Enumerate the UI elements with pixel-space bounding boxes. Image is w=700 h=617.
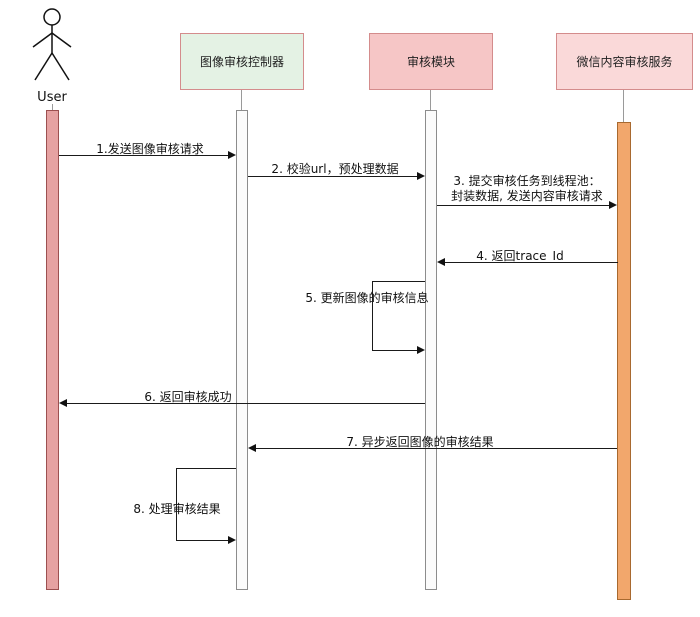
message-8-line-side bbox=[176, 468, 177, 540]
message-5-arrowhead bbox=[417, 346, 425, 354]
message-6-arrowhead bbox=[59, 399, 67, 407]
message-5-label: 5. 更新图像的审核信息 bbox=[305, 291, 429, 305]
message-1-line bbox=[59, 155, 229, 156]
message-8-line-top bbox=[176, 468, 236, 469]
lifeline-user bbox=[52, 104, 53, 110]
message-1-arrowhead bbox=[228, 151, 236, 159]
message-5-line-top bbox=[372, 281, 425, 282]
participant-label: 审核模块 bbox=[406, 55, 455, 69]
actor-stick-figure-icon bbox=[32, 8, 72, 81]
message-5-line-side bbox=[372, 281, 373, 350]
activation-bar-user bbox=[46, 110, 59, 590]
message-3-line bbox=[437, 205, 610, 206]
lifeline-wechat-service bbox=[623, 90, 624, 122]
message-8-label: 8. 处理审核结果 bbox=[133, 502, 221, 516]
message-4-line bbox=[445, 262, 618, 263]
activation-bar-controller bbox=[236, 110, 248, 590]
participant-label: 微信内容审核服务 bbox=[576, 55, 673, 69]
activation-bar-wechat-service bbox=[617, 122, 631, 600]
lifeline-audit-module bbox=[430, 90, 431, 110]
lifeline-controller bbox=[241, 90, 242, 110]
message-4-label: 4. 返回trace_Id bbox=[476, 249, 564, 263]
message-3-label-line2: 封装数据, 发送内容审核请求 bbox=[451, 189, 603, 203]
message-8-line-bottom bbox=[176, 540, 228, 541]
message-3-label-line1: 3. 提交审核任务到线程池： bbox=[453, 174, 601, 188]
message-3-arrowhead bbox=[609, 201, 617, 209]
participant-wechat-content-audit-service: 微信内容审核服务 bbox=[556, 33, 693, 90]
message-1-label: 1.发送图像审核请求 bbox=[96, 142, 204, 156]
message-2-label: 2. 校验url，预处理数据 bbox=[271, 162, 399, 176]
message-2-arrowhead bbox=[417, 172, 425, 180]
message-2-line bbox=[248, 176, 418, 177]
message-7-line bbox=[256, 448, 617, 449]
participant-label: 图像审核控制器 bbox=[199, 55, 284, 69]
message-6-label: 6. 返回审核成功 bbox=[144, 390, 232, 404]
message-7-label: 7. 异步返回图像的审核结果 bbox=[346, 435, 494, 449]
actor-label: User bbox=[37, 90, 67, 105]
message-8-arrowhead bbox=[228, 536, 236, 544]
message-4-arrowhead bbox=[437, 258, 445, 266]
message-5-line-bottom bbox=[372, 350, 417, 351]
participant-image-audit-controller: 图像审核控制器 bbox=[180, 33, 304, 90]
message-7-arrowhead bbox=[248, 444, 256, 452]
activation-bar-audit-module bbox=[425, 110, 437, 590]
message-6-line bbox=[67, 403, 425, 404]
participant-audit-module: 审核模块 bbox=[369, 33, 493, 90]
